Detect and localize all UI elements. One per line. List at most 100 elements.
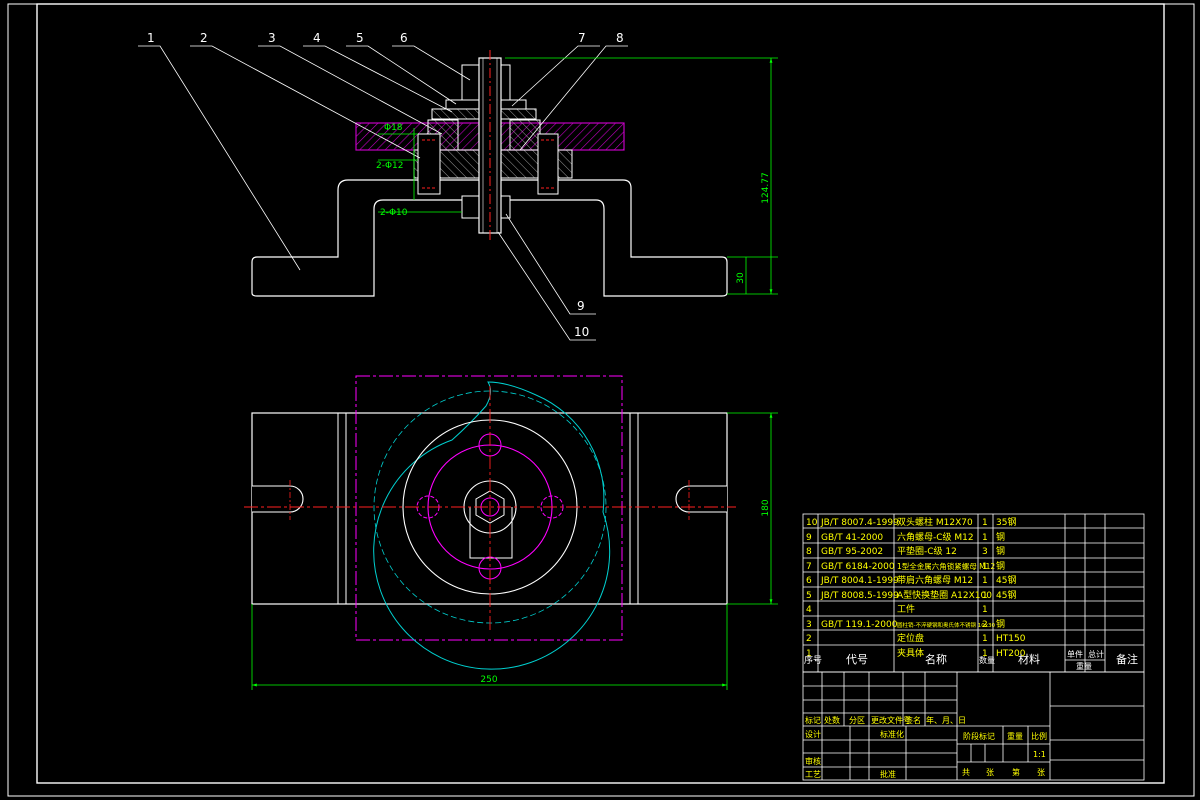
bom-row-2-name: 定位盘 xyxy=(897,632,924,644)
dim-overall-height: 124.77 xyxy=(761,172,771,204)
base-plate-outline xyxy=(251,412,728,605)
bom-row-7-material: 钢 xyxy=(996,560,1005,572)
tb-scale: 比例 xyxy=(1031,731,1047,741)
locating-disc-boss-right xyxy=(509,119,541,151)
bom-header-single: 单件 xyxy=(1067,649,1083,659)
bom-header-qty: 数量 xyxy=(979,655,995,665)
dim-width: 250 xyxy=(480,675,497,685)
bom-row-1-name: 夹具体 xyxy=(897,647,924,659)
dim-hole-2: 2-Φ12 xyxy=(376,161,404,171)
top-dimensions xyxy=(251,412,778,690)
callout-3: 3 xyxy=(268,31,276,45)
bom-row-5-qty: 1 xyxy=(982,591,988,601)
tb-change-sign: 签名 xyxy=(905,715,921,725)
tb-review: 审核 xyxy=(805,756,821,766)
bom-row-6-material: 45钢 xyxy=(996,574,1016,586)
bom-row-3-material: 钢 xyxy=(996,618,1005,630)
bom-row-8-qty: 3 xyxy=(982,547,988,557)
tb-change-mark: 标记 xyxy=(805,715,821,725)
tb-approve: 批准 xyxy=(880,769,896,779)
washer-phantom-outline xyxy=(355,375,623,641)
fixture-body-outline xyxy=(251,179,728,297)
dim-hole-1: Φ18 xyxy=(384,123,403,133)
tb-change-count: 处数 xyxy=(824,715,840,725)
callout-2: 2 xyxy=(200,31,208,45)
tb-standardization: 标准化 xyxy=(880,729,904,739)
tb-sheets-unit2: 张 xyxy=(1037,768,1045,777)
slot-right xyxy=(675,485,727,513)
bom-row-4-index: 4 xyxy=(806,605,812,615)
bom-row-10-qty: 1 xyxy=(982,518,988,528)
bom-row-6-code: JB/T 8004.1-1999 xyxy=(820,576,899,586)
bom-row-7-qty: 1 xyxy=(982,562,988,572)
bom-row-5-code: JB/T 8008.5-1999 xyxy=(820,591,899,601)
bom-row-3-code: GB/T 119.1-2000 xyxy=(821,620,898,630)
bom-row-6-qty: 1 xyxy=(982,576,988,586)
bom-row-10-code: JB/T 8007.4-1999 xyxy=(820,518,899,528)
bom-row-9-material: 钢 xyxy=(996,531,1005,543)
bom-header-material: 材料 xyxy=(1018,652,1040,666)
tb-stage-mark: 阶段标记 xyxy=(963,731,995,741)
bom-row-5-name: A型快换垫圈 A12X100 xyxy=(897,589,992,601)
bom-header-remark: 备注 xyxy=(1116,652,1138,666)
callout-6: 6 xyxy=(400,31,408,45)
tb-sheets-no: 第 xyxy=(1012,767,1020,777)
inner-border xyxy=(36,3,1165,784)
keyhole-slot xyxy=(469,507,513,559)
workpiece-outline xyxy=(373,381,611,670)
callout-1: 1 xyxy=(147,31,155,45)
tb-scale-value: 1:1 xyxy=(1033,750,1046,759)
bom-row-7-name: 1型全金属六角锁紧螺母 M12 xyxy=(897,561,995,571)
callout-4: 4 xyxy=(313,31,321,45)
bom-row-8-code: GB/T 95-2002 xyxy=(821,547,883,557)
pin-left xyxy=(417,133,441,195)
tb-weight: 重量 xyxy=(1007,731,1023,741)
bom-row-10-index: 10 xyxy=(806,518,818,528)
bom-row-9-index: 9 xyxy=(806,533,812,543)
tb-change-doc: 更改文件号 xyxy=(871,715,911,725)
dim-base-height: 30 xyxy=(736,272,746,284)
slot-left xyxy=(252,485,304,513)
callout-labels: 1 2 3 4 5 6 7 8 9 10 xyxy=(147,31,624,339)
bom-row-8-index: 8 xyxy=(806,547,812,557)
bom-row-5-index: 5 xyxy=(806,591,812,601)
title-block: 标记 处数 分区 更改文件号 签名 年、月、日 设计 标准化 审核 工艺 批准 … xyxy=(802,671,1145,781)
callout-7: 7 xyxy=(578,31,586,45)
callout-5: 5 xyxy=(356,31,364,45)
tb-sheets-unit1: 张 xyxy=(986,768,994,777)
hex-nut-top xyxy=(475,490,505,524)
callout-8: 8 xyxy=(616,31,624,45)
dim-hole-3: 2-Φ10 xyxy=(380,208,408,218)
front-section-view: 1 2 3 4 5 6 7 8 9 10 xyxy=(138,31,778,341)
bom-row-6-index: 6 xyxy=(806,576,812,586)
bom-row-1-index: 1 xyxy=(806,649,812,659)
bom-row-4-name: 工件 xyxy=(897,603,915,615)
callout-9: 9 xyxy=(577,299,585,313)
bom-header-total: 总计 xyxy=(1088,649,1104,659)
bill-of-materials: 10 JB/T 8007.4-1999 双头螺柱 M12X70 1 35钢 9 … xyxy=(802,513,1145,673)
front-dimensions xyxy=(378,57,778,295)
dim-depth: 180 xyxy=(761,499,771,516)
bom-row-4-qty: 1 xyxy=(982,605,988,615)
bom-row-8-name: 平垫圈-C级 12 xyxy=(897,545,957,557)
bom-row-5-material: 45钢 xyxy=(996,589,1016,601)
bom-row-6-name: 带肩六角螺母 M12 xyxy=(897,574,973,586)
tb-sheets-total: 共 xyxy=(962,768,970,777)
tb-design: 设计 xyxy=(805,729,821,739)
bom-row-1-qty: 1 xyxy=(982,649,988,659)
bom-row-2-material: HT150 xyxy=(996,634,1026,644)
tb-change-zone: 分区 xyxy=(849,716,865,725)
bom-row-2-index: 2 xyxy=(806,634,812,644)
bom-row-8-material: 钢 xyxy=(996,545,1005,557)
bom-row-1-material: HT200 xyxy=(996,649,1026,659)
bom-header-weight: 重量 xyxy=(1076,661,1092,671)
top-view: 250 180 xyxy=(244,375,778,690)
bom-row-2-qty: 1 xyxy=(982,634,988,644)
bom-row-9-qty: 1 xyxy=(982,533,988,543)
bom-header-index: 序号 xyxy=(804,654,822,666)
bom-row-9-code: GB/T 41-2000 xyxy=(821,533,883,543)
bom-row-10-name: 双头螺柱 M12X70 xyxy=(897,516,973,528)
bom-row-3-index: 3 xyxy=(806,620,812,630)
tb-process: 工艺 xyxy=(805,770,821,779)
pin-right xyxy=(537,133,559,195)
